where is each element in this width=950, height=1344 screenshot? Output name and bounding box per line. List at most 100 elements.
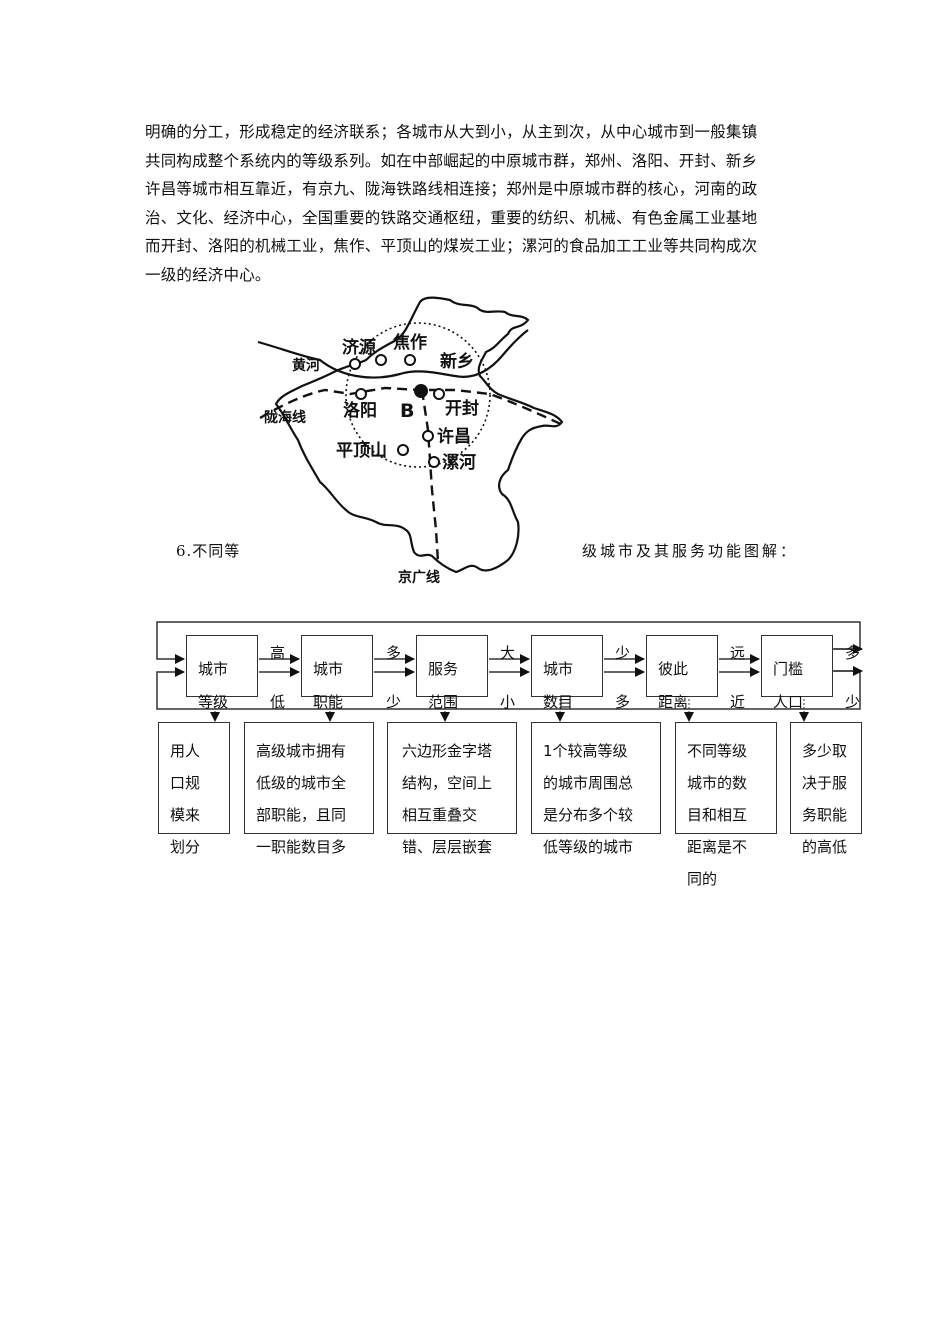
label-kaifeng: 开封 bbox=[445, 398, 479, 419]
node-label: 城市 bbox=[313, 660, 344, 678]
description-text-city-count: 1个较高等级 的城市周围总 是分布多个较 低等级的城市 bbox=[543, 735, 633, 863]
node-label: 等级 bbox=[198, 693, 229, 711]
label-huanghe: 黄河 bbox=[292, 357, 320, 374]
description-box-city-count bbox=[531, 722, 661, 834]
edge-label-top: 多 bbox=[386, 644, 402, 662]
edge-label-bottom: 少 bbox=[845, 693, 861, 711]
henan-city-cluster-map: 黄河 陇海线 济源 焦作 新乡 洛阳 B 开封 许昌 平顶山 漯河 京广线 bbox=[250, 290, 580, 590]
node-label: 距离 bbox=[658, 693, 689, 711]
description-line: 口规 bbox=[170, 774, 201, 792]
description-line: 错、层层嵌套 bbox=[402, 838, 493, 856]
description-box-city-grade bbox=[158, 722, 230, 834]
node-label: 服务 bbox=[428, 660, 459, 678]
label-center-b: B bbox=[400, 400, 414, 422]
label-luoyang: 洛阳 bbox=[343, 400, 377, 421]
description-box-threshold-population bbox=[790, 722, 862, 834]
node-label: 门槛 bbox=[773, 660, 804, 678]
city-node-luohe bbox=[428, 456, 440, 468]
description-line: 1个较高等级 bbox=[543, 742, 628, 760]
description-line: 用人 bbox=[170, 742, 201, 760]
description-line: 六边形金字塔 bbox=[402, 742, 493, 760]
paragraph-line: 一级的经济中心。 bbox=[145, 265, 271, 284]
section-caption-left: 6.不同等 bbox=[176, 542, 241, 560]
edge-label-bottom: 小 bbox=[500, 693, 516, 711]
city-node-kaifeng bbox=[433, 388, 445, 400]
edge-label-top: 多 bbox=[845, 644, 861, 662]
body-paragraph: 明确的分工，形成稳定的经济联系；各城市从大到小，从主到次，从中心城市到一般集镇 … bbox=[145, 118, 815, 290]
description-line: 一职能数目多 bbox=[256, 838, 347, 856]
description-box-mutual-distance bbox=[675, 722, 777, 834]
label-xuchang: 许昌 bbox=[437, 426, 471, 447]
city-node-pingdingshan bbox=[397, 444, 409, 456]
city-node-jiyuan bbox=[349, 358, 361, 370]
city-node-xuchang bbox=[422, 430, 434, 442]
description-text-mutual-distance: 不同等级 城市的数 目和相互 距离是不 同的 bbox=[687, 735, 747, 895]
label-longhai: 陇海线 bbox=[264, 409, 306, 426]
flow-node-city-count: 城市 数目 bbox=[531, 635, 603, 711]
jingguang-railway bbox=[420, 389, 440, 563]
node-label: 彼此 bbox=[658, 660, 689, 678]
edge-label-bottom: 少 bbox=[386, 693, 402, 711]
description-box-service-range bbox=[387, 722, 517, 834]
node-label: 城市 bbox=[543, 660, 574, 678]
paragraph-line: 明确的分工，形成稳定的经济联系；各城市从大到小，从主到次，从中心城市到一般集镇 bbox=[145, 123, 758, 141]
edge-label-bottom: 低 bbox=[270, 693, 286, 711]
paragraph-line: 共同构成整个系统内的等级系列。如在中部崛起的中原城市群，郑州、洛阳、开封、新乡 bbox=[145, 151, 758, 170]
description-line: 同的 bbox=[687, 870, 718, 888]
yellow-river bbox=[257, 329, 529, 379]
flow-node-city-grade: 城市 等级 bbox=[186, 635, 258, 711]
flow-node-mutual-distance: 彼此 距离 bbox=[646, 635, 718, 711]
description-line: 务职能 bbox=[802, 806, 848, 824]
city-node-xinxiang bbox=[404, 354, 416, 366]
city-node-luoyang bbox=[355, 388, 367, 400]
description-line: 不同等级 bbox=[687, 742, 748, 760]
description-text-threshold-population: 多少取 决于服 务职能 的高低 bbox=[802, 735, 847, 863]
city-node-jiaozuo bbox=[375, 354, 387, 366]
edge-label-top: 大 bbox=[500, 644, 516, 662]
flow-node-threshold-population: 门槛 人口 bbox=[761, 635, 833, 711]
description-line: 的城市周围总 bbox=[543, 774, 634, 792]
description-text-service-range: 六边形金字塔 结构，空间上 相互重叠交 错、层层嵌套 bbox=[402, 735, 492, 863]
edge-label-top: 远 bbox=[730, 644, 746, 662]
city-hierarchy-flow-diagram: 城市 等级 城市 职能 服务 范围 城市 数目 彼此 距离 门槛 人口 高 低 … bbox=[150, 615, 870, 905]
node-label: 数目 bbox=[543, 693, 574, 711]
description-line: 决于服 bbox=[802, 774, 848, 792]
node-label: 城市 bbox=[198, 660, 229, 678]
label-jingguang: 京广线 bbox=[398, 569, 440, 586]
description-line: 距离是不 bbox=[687, 838, 748, 856]
city-node-zhengzhou bbox=[414, 384, 428, 398]
description-text-city-function: 高级城市拥有 低级的城市全 部职能，且同 一职能数目多 bbox=[256, 735, 346, 863]
description-line: 低等级的城市 bbox=[543, 838, 634, 856]
paragraph-line: 许昌等城市相互靠近，有京九、陇海铁路线相连接；郑州是中原城市群的核心，河南的政 bbox=[145, 180, 758, 199]
label-pingdingshan: 平顶山 bbox=[336, 441, 387, 461]
description-line: 是分布多个较 bbox=[543, 806, 634, 824]
description-line: 模来 bbox=[170, 806, 201, 824]
description-line: 划分 bbox=[170, 838, 201, 856]
edge-label-top: 少 bbox=[615, 644, 631, 662]
flow-connectors bbox=[156, 621, 863, 722]
description-line: 结构，空间上 bbox=[402, 774, 493, 792]
edge-label-bottom: 多 bbox=[615, 693, 631, 711]
node-label: 范围 bbox=[428, 693, 459, 711]
node-label: 人口 bbox=[773, 693, 804, 711]
agglomeration-circle bbox=[345, 322, 491, 468]
description-line: 相互重叠交 bbox=[402, 806, 478, 824]
description-line: 部职能，且同 bbox=[256, 806, 347, 824]
description-line: 的高低 bbox=[802, 838, 848, 856]
node-label: 职能 bbox=[313, 693, 344, 711]
description-line: 目和相互 bbox=[687, 806, 748, 824]
paragraph-line: 而开封、洛阳的机械工业，焦作、平顶山的煤炭工业；漯河的食品加工工业等共同构成次 bbox=[145, 237, 758, 256]
flow-node-city-function: 城市 职能 bbox=[301, 635, 373, 711]
flow-node-service-range: 服务 范围 bbox=[416, 635, 488, 711]
label-jiyuan: 济源 bbox=[342, 337, 376, 358]
edge-label-top: 高 bbox=[270, 644, 286, 662]
description-line: 低级的城市全 bbox=[256, 774, 347, 792]
description-line: 多少取 bbox=[802, 742, 848, 760]
section-caption-right: 级城市及其服务功能图解： bbox=[582, 542, 799, 560]
label-luohe: 漯河 bbox=[442, 453, 476, 473]
description-text-city-grade: 用人 口规 模来 划分 bbox=[170, 735, 200, 863]
description-box-city-function bbox=[244, 722, 374, 834]
edge-label-bottom: 近 bbox=[730, 693, 746, 711]
label-jiaozuo: 焦作 bbox=[392, 332, 427, 353]
paragraph-line: 治、文化、经济中心，全国重要的铁路交通枢纽，重要的纺织、机械、有色金属工业基地 bbox=[145, 208, 758, 227]
